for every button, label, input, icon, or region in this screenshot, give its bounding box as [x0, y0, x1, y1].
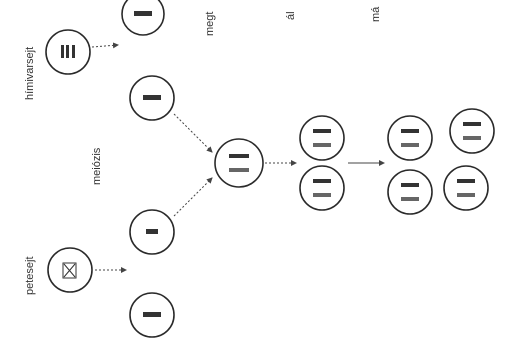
top-right-label: má — [370, 6, 382, 22]
egg-cell-label: petesejt — [24, 256, 36, 295]
two-cell-bottom — [300, 166, 344, 210]
two-cell-top — [300, 116, 344, 160]
fertilization-label: megt — [204, 12, 216, 36]
four-cell-bottom-right — [444, 166, 488, 210]
meiosis-cell-lower — [130, 293, 174, 337]
four-cell-top-right — [450, 109, 494, 153]
four-cell-top-left — [388, 116, 432, 160]
meiosis-label: meiózis — [91, 147, 103, 185]
arrow-middle-to-zygote — [174, 178, 212, 216]
sperm-cell — [46, 30, 90, 74]
arrow-upper-to-zygote — [174, 114, 212, 152]
arrow-sperm-to-gamete — [92, 45, 118, 47]
sperm-cell-label: hímivarsejt — [24, 47, 36, 100]
top-mid-label: ál — [285, 11, 297, 20]
four-cell-bottom-left — [388, 170, 432, 214]
meiosis-cell-middle — [130, 210, 174, 254]
egg-cell — [48, 248, 92, 292]
gamete-cell-top — [122, 0, 164, 35]
zygote-cell — [215, 139, 263, 187]
meiosis-cell-upper — [130, 76, 174, 120]
